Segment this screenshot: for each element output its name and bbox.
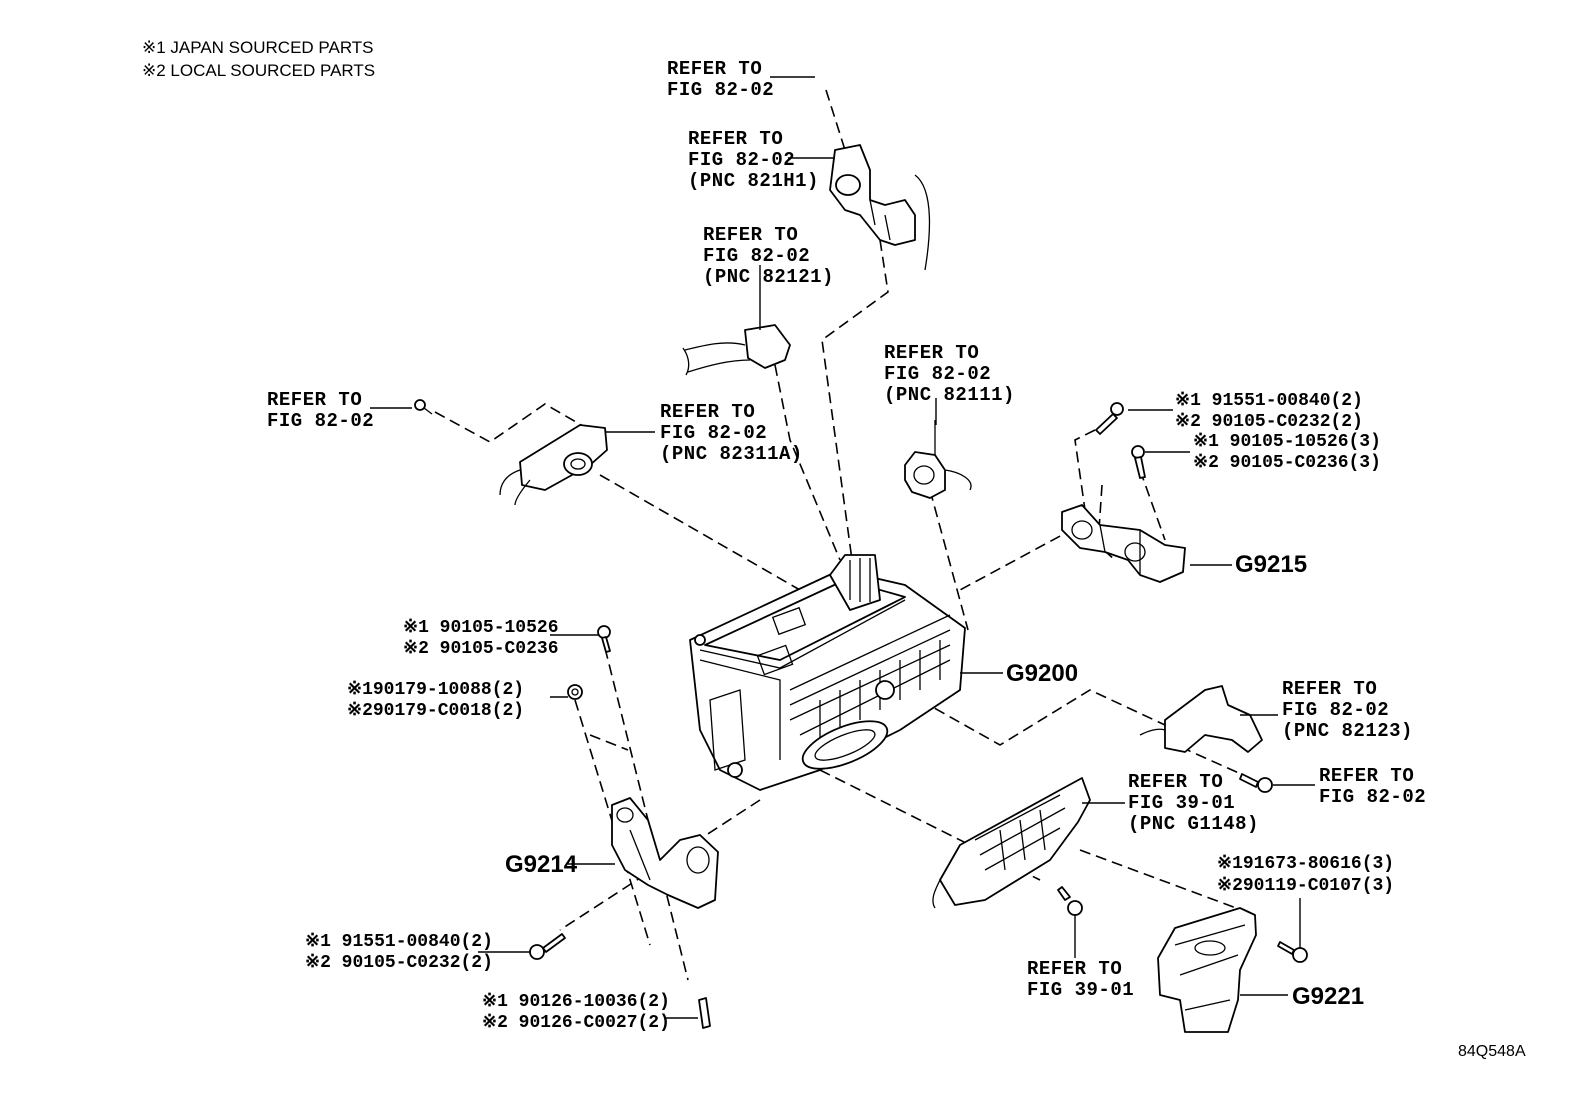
part-number-bolt-g9221: ※191673-80616(3) ※290119-C0107(3) <box>1217 854 1394 896</box>
svg-text:(PNC 821H1): (PNC 821H1) <box>688 170 819 192</box>
refer-callout-pnc-82123: REFER TO FIG 82-02 (PNC 82123) <box>1282 678 1413 742</box>
refer-callout-right-bolt: REFER TO FIG 82-02 <box>1319 765 1426 808</box>
svg-text:REFER TO: REFER TO <box>703 224 798 246</box>
refer-callout-pnc-82111: REFER TO FIG 82-02 (PNC 82111) <box>884 342 1015 406</box>
bracket-82123-illustration <box>1139 685 1273 793</box>
svg-text:※190179-10088(2): ※190179-10088(2) <box>347 680 524 700</box>
part-number-stud-bottom: ※1 90126-10036(2) ※2 90126-C0027(2) <box>482 992 670 1033</box>
cooler-g1148-illustration <box>932 777 1091 916</box>
sensor-82311a-illustration <box>414 399 608 506</box>
illustration-id: 84Q548A <box>1458 1043 1526 1060</box>
refer-callout-pnc-821h1: REFER TO FIG 82-02 (PNC 821H1) <box>688 128 819 192</box>
bracket-g9214-illustration <box>611 797 719 909</box>
svg-text:FIG 82-02: FIG 82-02 <box>884 363 991 385</box>
connector-82111-illustration <box>904 420 972 499</box>
part-number-nut-left: ※190179-10088(2) ※290179-C0018(2) <box>347 680 524 721</box>
connector-821h1-illustration <box>829 144 931 271</box>
svg-text:(PNC G1148): (PNC G1148) <box>1128 813 1259 835</box>
svg-text:FIG 39-01: FIG 39-01 <box>1027 979 1134 1001</box>
svg-text:※1 91551-00840(2): ※1 91551-00840(2) <box>1175 391 1363 411</box>
svg-text:FIG 82-02: FIG 82-02 <box>660 422 767 444</box>
svg-text:※2 90126-C0027(2): ※2 90126-C0027(2) <box>482 1013 670 1033</box>
note-japan-sourced: ※1 JAPAN SOURCED PARTS <box>142 38 374 57</box>
part-number-bolt-right-top: ※1 91551-00840(2) ※2 90105-C0232(2) <box>1175 391 1363 432</box>
svg-text:※2 90105-C0236(3): ※2 90105-C0236(3) <box>1193 453 1381 473</box>
source-notes: ※1 JAPAN SOURCED PARTS ※2 LOCAL SOURCED … <box>142 38 375 80</box>
svg-text:※1 90126-10036(2): ※1 90126-10036(2) <box>482 992 670 1012</box>
assembly-label-g9200: G9200 <box>1006 660 1078 687</box>
svg-text:REFER TO: REFER TO <box>1282 678 1377 700</box>
hardware-left-illustration <box>529 625 711 1029</box>
svg-text:REFER TO: REFER TO <box>1128 771 1223 793</box>
svg-text:REFER TO: REFER TO <box>1319 765 1414 787</box>
svg-text:FIG 82-02: FIG 82-02 <box>667 79 774 101</box>
leader-lines <box>370 76 1315 1019</box>
svg-text:FIG 82-02: FIG 82-02 <box>688 149 795 171</box>
svg-text:REFER TO: REFER TO <box>688 128 783 150</box>
assembly-label-g9214: G9214 <box>505 851 578 878</box>
svg-text:FIG 82-02: FIG 82-02 <box>1282 699 1389 721</box>
assembly-label-g9221: G9221 <box>1292 983 1364 1010</box>
refer-callout-left: REFER TO FIG 82-02 <box>267 389 374 432</box>
svg-text:※1 90105-10526(3): ※1 90105-10526(3) <box>1193 432 1381 452</box>
svg-text:※2 90105-C0232(2): ※2 90105-C0232(2) <box>1175 412 1363 432</box>
refer-callout-pnc-82121: REFER TO FIG 82-02 (PNC 82121) <box>703 224 834 288</box>
svg-text:※2 90105-C0232(2): ※2 90105-C0232(2) <box>305 953 493 973</box>
svg-text:REFER TO: REFER TO <box>667 58 762 80</box>
part-number-bolt-left-top: ※1 90105-10526 ※2 90105-C0236 <box>403 618 559 659</box>
svg-text:REFER TO: REFER TO <box>660 401 755 423</box>
cable-82121-illustration <box>682 324 791 376</box>
bolts-g9215-illustration <box>1095 402 1146 479</box>
part-number-bolt-left-bottom: ※1 91551-00840(2) ※2 90105-C0232(2) <box>305 932 493 973</box>
refer-callout-top: REFER TO FIG 82-02 <box>667 58 774 101</box>
svg-text:FIG 39-01: FIG 39-01 <box>1128 792 1235 814</box>
refer-callout-pnc-g1148: REFER TO FIG 39-01 (PNC G1148) <box>1128 771 1259 835</box>
svg-text:REFER TO: REFER TO <box>267 389 362 411</box>
svg-text:※1 91551-00840(2): ※1 91551-00840(2) <box>305 932 493 952</box>
svg-text:FIG 82-02: FIG 82-02 <box>1319 786 1426 808</box>
bracket-g9215-illustration <box>1061 504 1186 583</box>
svg-text:REFER TO: REFER TO <box>1027 958 1122 980</box>
svg-text:※191673-80616(3): ※191673-80616(3) <box>1217 854 1394 874</box>
svg-text:※2 90105-C0236: ※2 90105-C0236 <box>403 639 559 659</box>
assembly-label-g9215: G9215 <box>1235 551 1307 578</box>
refer-callout-fig-39-01: REFER TO FIG 39-01 <box>1027 958 1134 1001</box>
part-number-bolt-right-mid: ※1 90105-10526(3) ※2 90105-C0236(3) <box>1193 432 1381 473</box>
svg-text:FIG 82-02: FIG 82-02 <box>267 410 374 432</box>
inverter-assembly-illustration <box>689 554 966 791</box>
svg-text:※290119-C0107(3): ※290119-C0107(3) <box>1217 876 1394 896</box>
note-local-sourced: ※2 LOCAL SOURCED PARTS <box>142 61 375 80</box>
svg-text:FIG 82-02: FIG 82-02 <box>703 245 810 267</box>
svg-text:※290179-C0018(2): ※290179-C0018(2) <box>347 701 524 721</box>
svg-text:※1 90105-10526: ※1 90105-10526 <box>403 618 559 638</box>
svg-text:(PNC 82121): (PNC 82121) <box>703 266 834 288</box>
svg-text:(PNC 82111): (PNC 82111) <box>884 384 1015 406</box>
svg-text:REFER TO: REFER TO <box>884 342 979 364</box>
svg-text:(PNC 82123): (PNC 82123) <box>1282 720 1413 742</box>
cover-g9221-illustration <box>1157 907 1308 1033</box>
refer-callout-pnc-82311a: REFER TO FIG 82-02 (PNC 82311A) <box>660 401 803 465</box>
svg-text:(PNC 82311A): (PNC 82311A) <box>660 443 803 465</box>
